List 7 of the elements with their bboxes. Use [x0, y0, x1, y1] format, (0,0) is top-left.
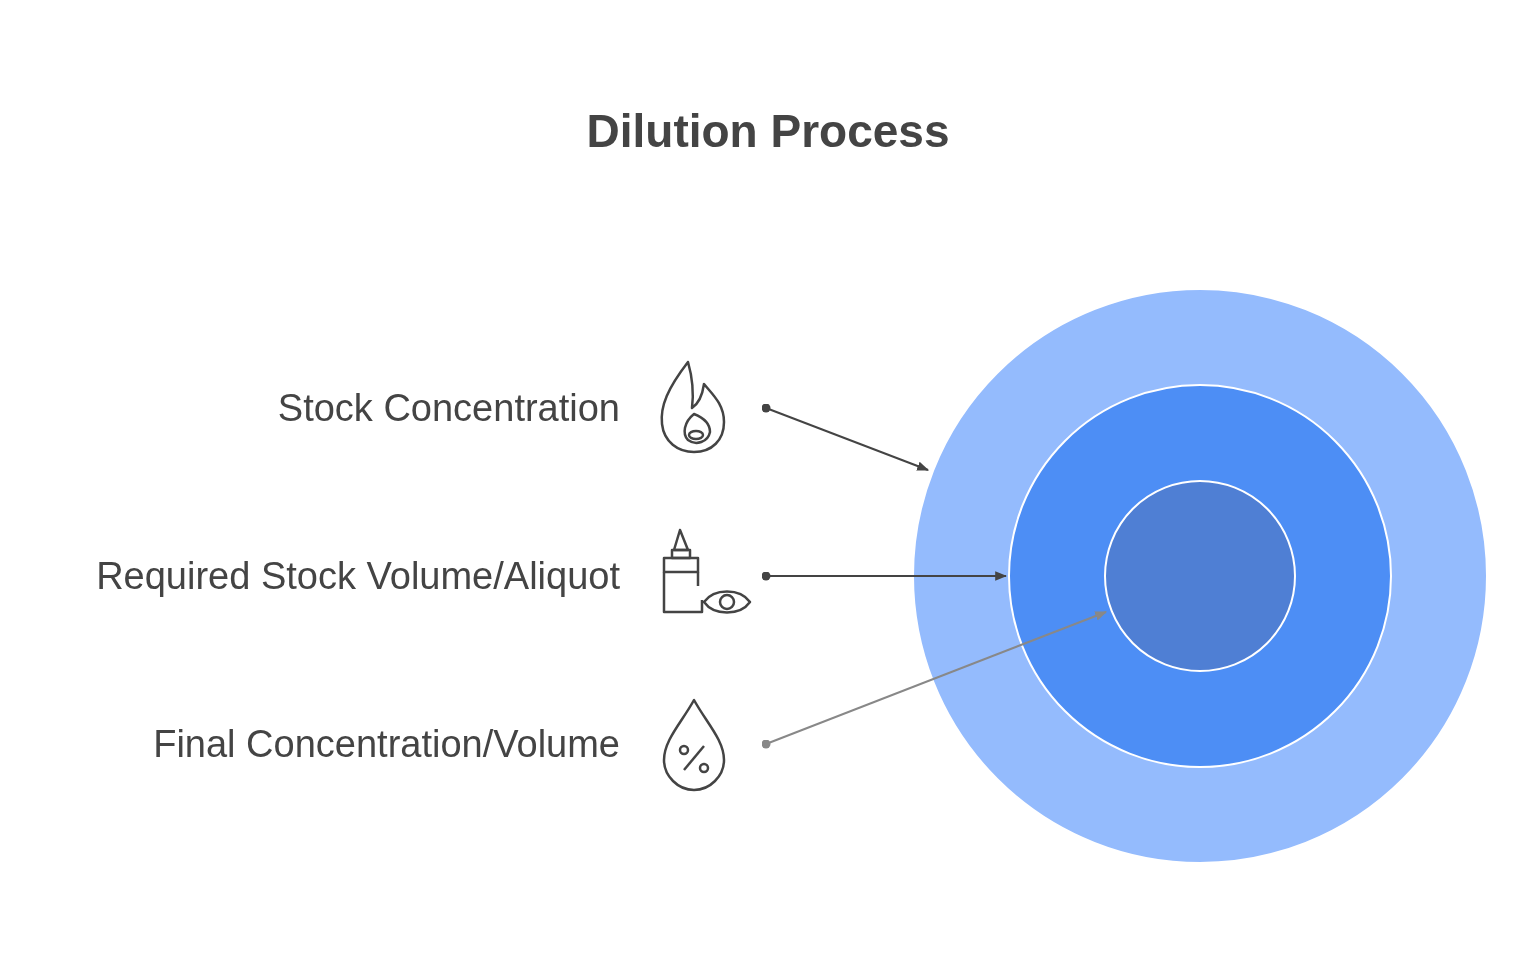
label-text: Stock Concentration [277, 386, 620, 431]
arrow [761, 611, 1108, 749]
label-text: Final Concentration/Volume [153, 722, 620, 767]
arrow [761, 571, 1008, 581]
diagram-title: Dilution Process [585, 104, 951, 158]
arrow [761, 403, 930, 471]
label-text: Required Stock Volume/Aliquot [96, 554, 620, 599]
